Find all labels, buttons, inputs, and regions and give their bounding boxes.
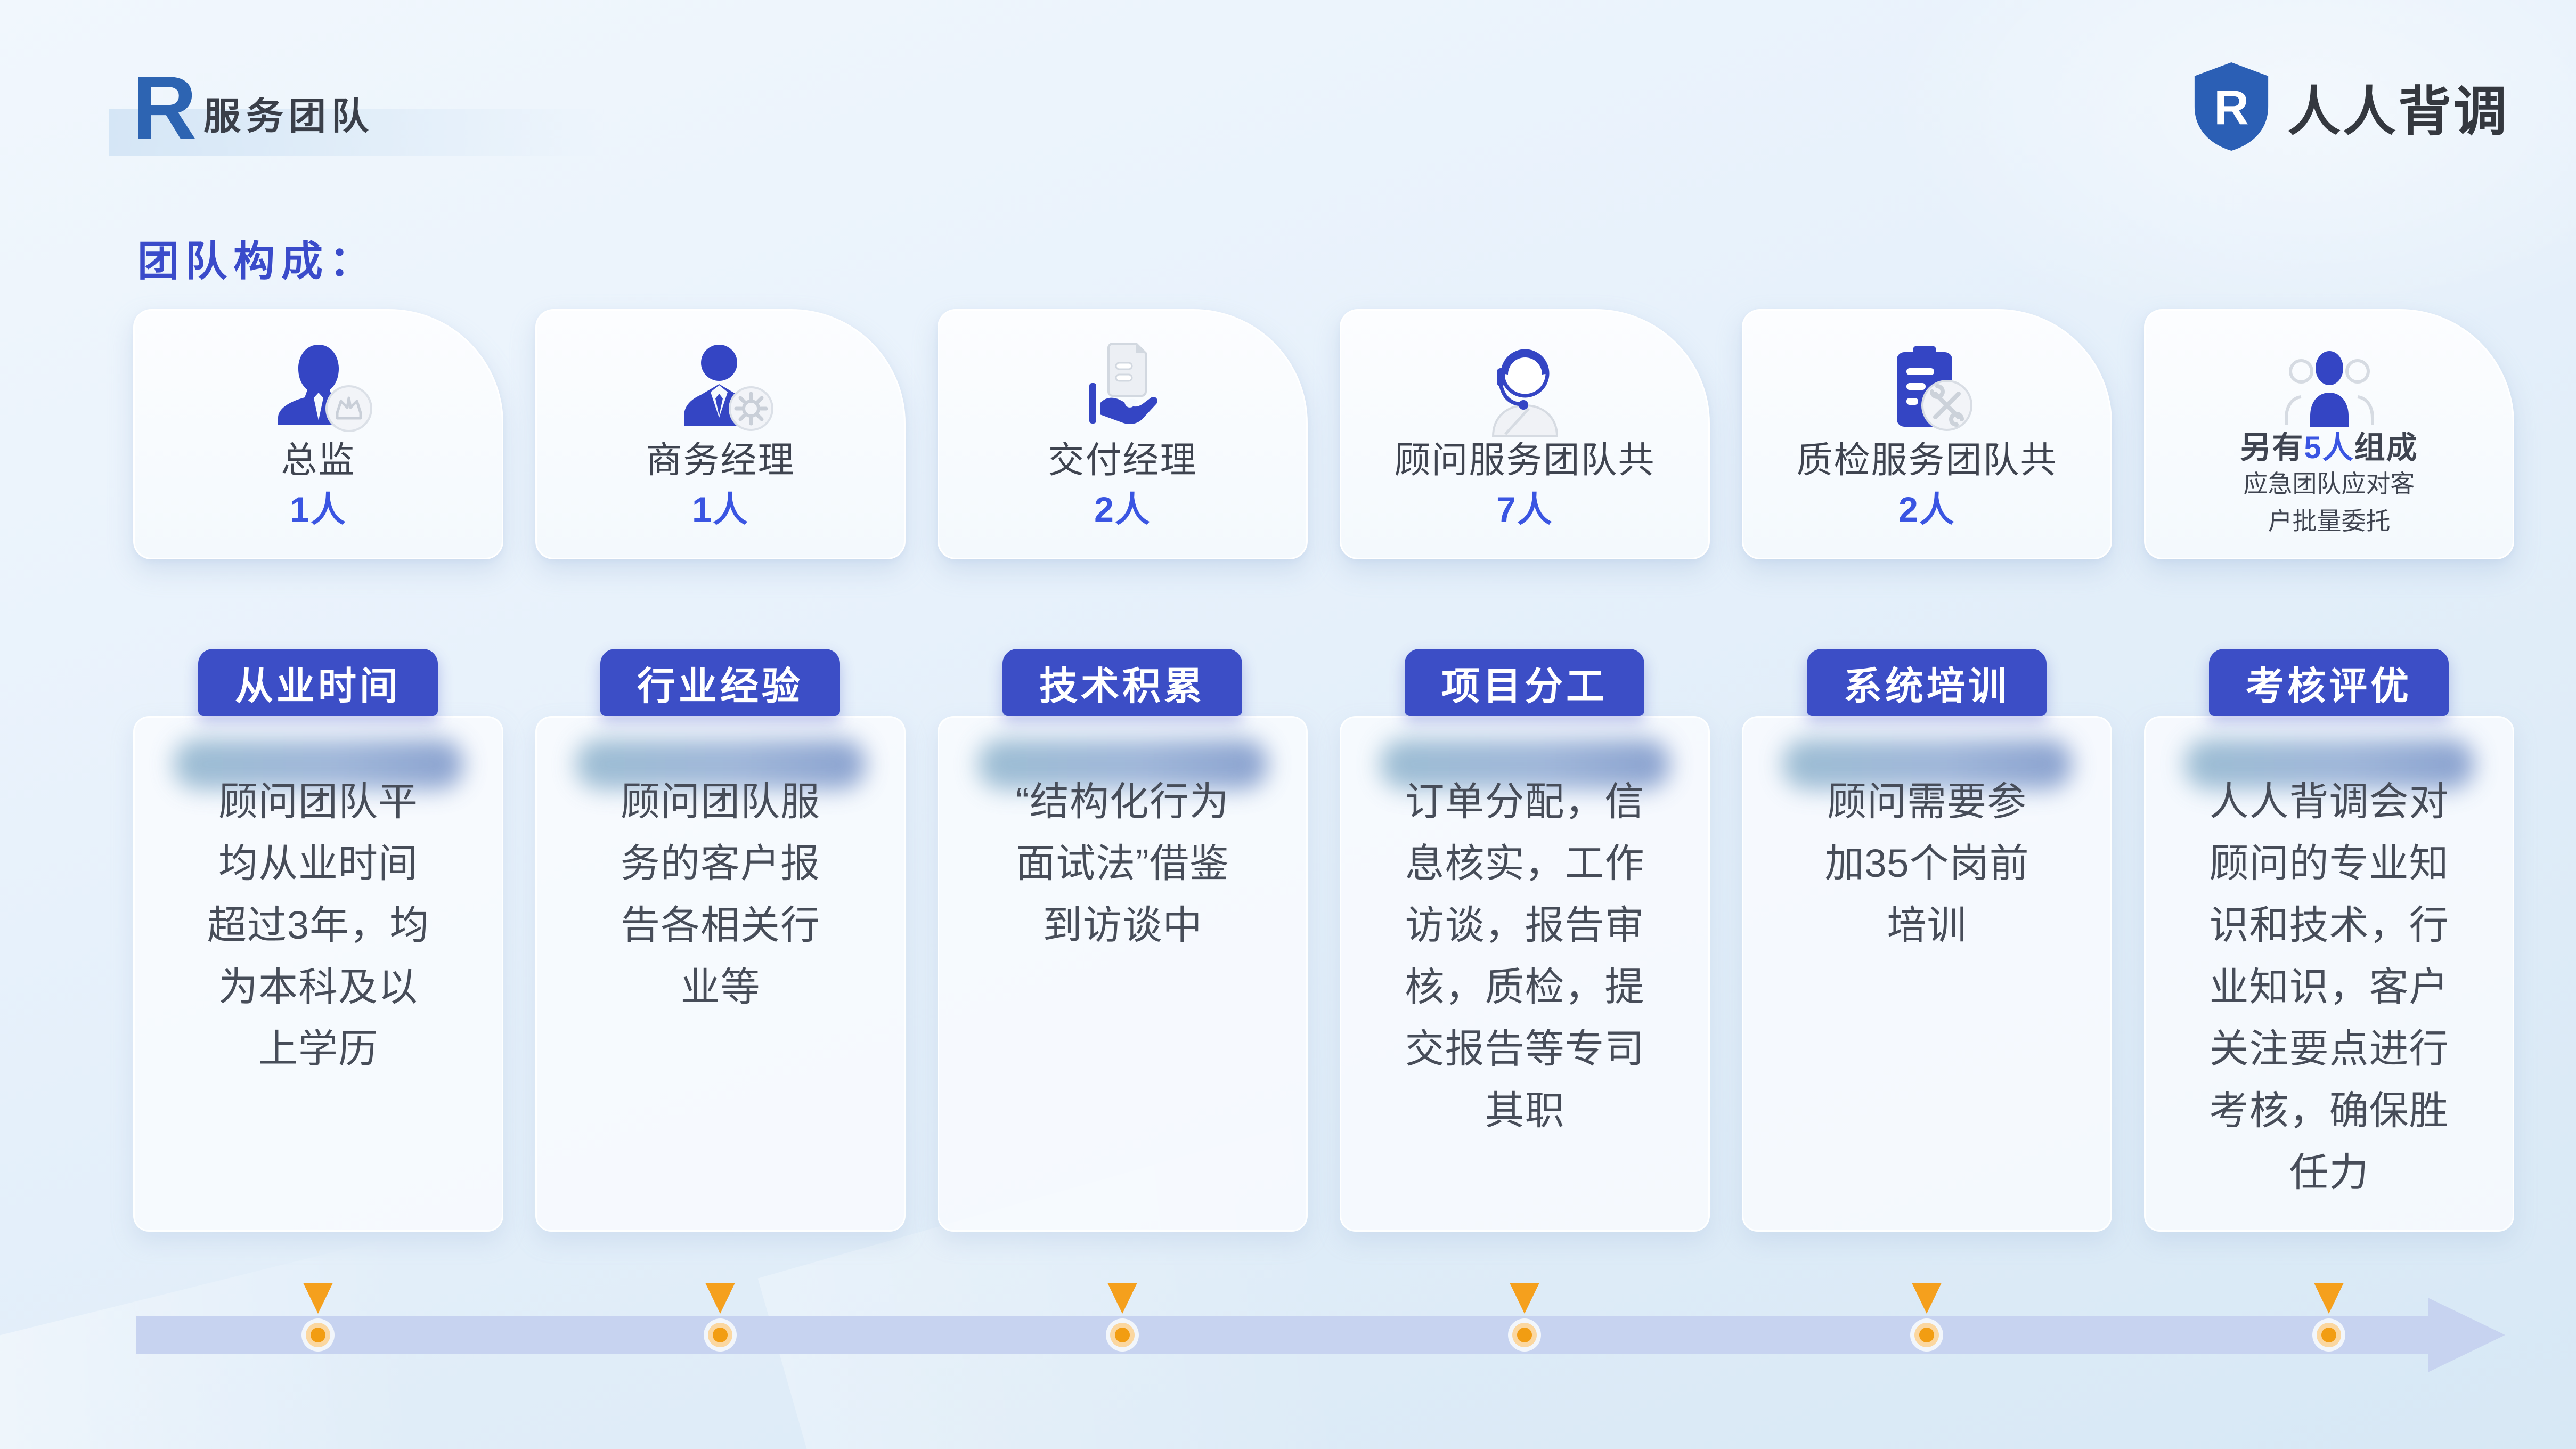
title-highlight-bar (109, 109, 605, 156)
consultant-team-icon (1341, 331, 1708, 448)
marker-dot-icon (704, 1318, 737, 1352)
feature-card: “结构化行为面试法”借鉴到访谈中 (938, 716, 1308, 1232)
feature-tag: 系统培训 (1807, 649, 2047, 716)
team-card: 另有5人组成 应急团队应对客户批量委托 (2144, 309, 2514, 559)
marker-dot-icon (1106, 1318, 1139, 1352)
team-card-sublabel: 应急团队应对客户批量委托 (2243, 470, 2415, 535)
team-card-label: 交付经理 (1048, 440, 1197, 481)
marker-triangle-icon (705, 1283, 735, 1314)
marker-dot-icon (2312, 1318, 2345, 1352)
marker-triangle-icon (2314, 1283, 2344, 1314)
section-label: 团队构成： (137, 238, 378, 284)
team-card-count: 1人 (290, 490, 347, 529)
feature-card: 顾问团队服务的客户报告各相关行业等 (535, 716, 906, 1232)
feature-tag: 项目分工 (1405, 649, 1644, 716)
feature-tag: 从业时间 (198, 649, 438, 716)
delivery-manager-icon (939, 331, 1306, 448)
tag-reflection (1782, 739, 2072, 789)
feature-body: 人人背调会对顾问的专业知识和技术，行业知识，客户关注要点进行考核，确保胜任力 (2209, 779, 2449, 1194)
team-card-count: 7人 (1496, 490, 1553, 529)
team-card-label: 质检服务团队共 (1796, 440, 2058, 481)
team-card: 质检服务团队共 2人 (1742, 309, 2112, 559)
feature-body: “结构化行为面试法”借鉴到访谈中 (1016, 779, 1229, 947)
feature-tag: 考核评优 (2209, 649, 2449, 716)
team-card-label: 另有5人组成 (2146, 422, 2513, 467)
decorative-glow (1884, 0, 2576, 346)
business-manager-icon (537, 331, 904, 448)
tag-reflection (173, 739, 463, 789)
tag-reflection (2184, 739, 2474, 789)
team-card-count: 2人 (1094, 490, 1151, 529)
marker-triangle-icon (303, 1283, 333, 1314)
team-card: 顾问服务团队共 7人 (1340, 309, 1710, 559)
feature-body: 顾问团队服务的客户报告各相关行业等 (621, 779, 820, 1009)
marker-dot-icon (301, 1318, 335, 1352)
label-suffix: 组成 (2354, 430, 2418, 465)
timeline-arrowhead-icon (2428, 1298, 2505, 1372)
marker-triangle-icon (1912, 1283, 1942, 1314)
feature-card: 顾问需要参加35个岗前培训 (1742, 716, 2112, 1232)
page-title: 服务团队 (203, 95, 374, 137)
team-card: 总监 1人 (133, 309, 503, 559)
team-card-count: 1人 (692, 490, 749, 529)
team-card-count: 2人 (1898, 490, 1955, 529)
tag-reflection (575, 739, 866, 789)
team-card-label: 商务经理 (646, 440, 795, 481)
emergency-team-icon (2146, 331, 2513, 448)
feature-tag: 行业经验 (600, 649, 840, 716)
brand-name: 人人背调 (2287, 82, 2509, 142)
timeline-bar (136, 1316, 2429, 1354)
tag-reflection (1380, 739, 1670, 789)
header-accent-letter: R (132, 58, 197, 158)
feature-body: 订单分配，信息核实，工作访谈，报告审核，质检，提交报告等专司其职 (1405, 779, 1645, 1133)
qa-team-icon (1743, 331, 2110, 448)
marker-dot-icon (1508, 1318, 1541, 1352)
svg-text:R: R (2214, 82, 2249, 135)
feature-body: 顾问需要参加35个岗前培训 (1824, 779, 2029, 947)
marker-triangle-icon (1107, 1283, 1137, 1314)
feature-tag: 技术积累 (1002, 649, 1242, 716)
team-card-label: 总监 (281, 440, 356, 481)
feature-card: 订单分配，信息核实，工作访谈，报告审核，质检，提交报告等专司其职 (1340, 716, 1710, 1232)
brand-logo: R 人人背调 (2189, 60, 2509, 153)
shield-icon: R (2194, 62, 2269, 151)
marker-dot-icon (1910, 1318, 1943, 1352)
feature-body: 顾问团队平均从业时间超过3年，均为本科及以上学历 (207, 779, 430, 1071)
label-highlight: 5人 (2304, 430, 2354, 465)
feature-card: 人人背调会对顾问的专业知识和技术，行业知识，客户关注要点进行考核，确保胜任力 (2144, 716, 2514, 1232)
feature-card: 顾问团队平均从业时间超过3年，均为本科及以上学历 (133, 716, 503, 1232)
team-card-label: 顾问服务团队共 (1394, 440, 1656, 481)
label-prefix: 另有 (2240, 430, 2304, 465)
team-card: 交付经理 2人 (938, 309, 1308, 559)
marker-triangle-icon (1510, 1283, 1539, 1314)
director-icon (135, 331, 502, 448)
team-card: 商务经理 1人 (535, 309, 906, 559)
tag-reflection (977, 739, 1268, 789)
